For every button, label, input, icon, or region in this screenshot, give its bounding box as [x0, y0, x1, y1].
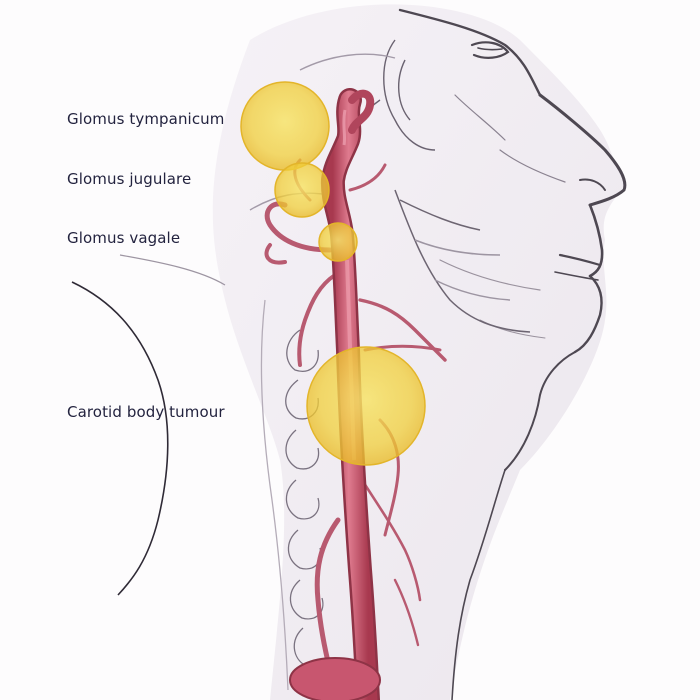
tumour-marker-carotid-body: [306, 346, 426, 466]
label-carotid-body-tumour: Carotid body tumour: [67, 403, 225, 421]
tumour-marker-glomus-vagale: [318, 222, 358, 262]
label-glomus-jugulare: Glomus jugulare: [67, 170, 192, 188]
neck-back-outline: [71, 281, 169, 596]
vessel-branches: [264, 158, 447, 673]
occipital-line: [119, 254, 226, 286]
mandible-sketch: [394, 189, 531, 333]
label-glomus-tympanicum: Glomus tympanicum: [67, 110, 225, 128]
tumour-marker-glomus-tympanicum: [240, 81, 330, 171]
tumour-marker-glomus-jugulare: [274, 162, 330, 218]
carotid-artery: [289, 88, 381, 700]
aortic-arch: [289, 657, 381, 700]
tumour-markers: [240, 81, 426, 466]
label-glomus-vagale: Glomus vagale: [67, 229, 181, 247]
face-profile: [398, 8, 627, 700]
